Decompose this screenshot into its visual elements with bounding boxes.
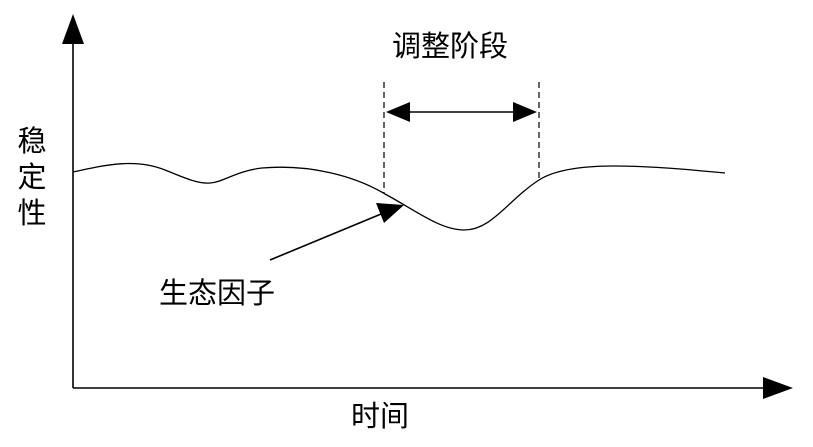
factor-pointer-arrowhead: [376, 203, 404, 223]
phase-arrowhead-right: [513, 102, 537, 122]
ecological-factor-label: 生态因子: [159, 276, 276, 310]
x-axis-label: 时间: [351, 399, 410, 433]
factor-pointer-line: [269, 211, 387, 261]
stability-curve: [72, 162, 726, 231]
y-axis-arrowhead: [62, 14, 84, 44]
y-axis-label: 稳定性: [17, 124, 47, 230]
adjustment-phase-label: 调整阶段: [392, 29, 509, 63]
phase-arrowhead-left: [386, 102, 410, 122]
x-axis-arrowhead: [763, 377, 793, 399]
